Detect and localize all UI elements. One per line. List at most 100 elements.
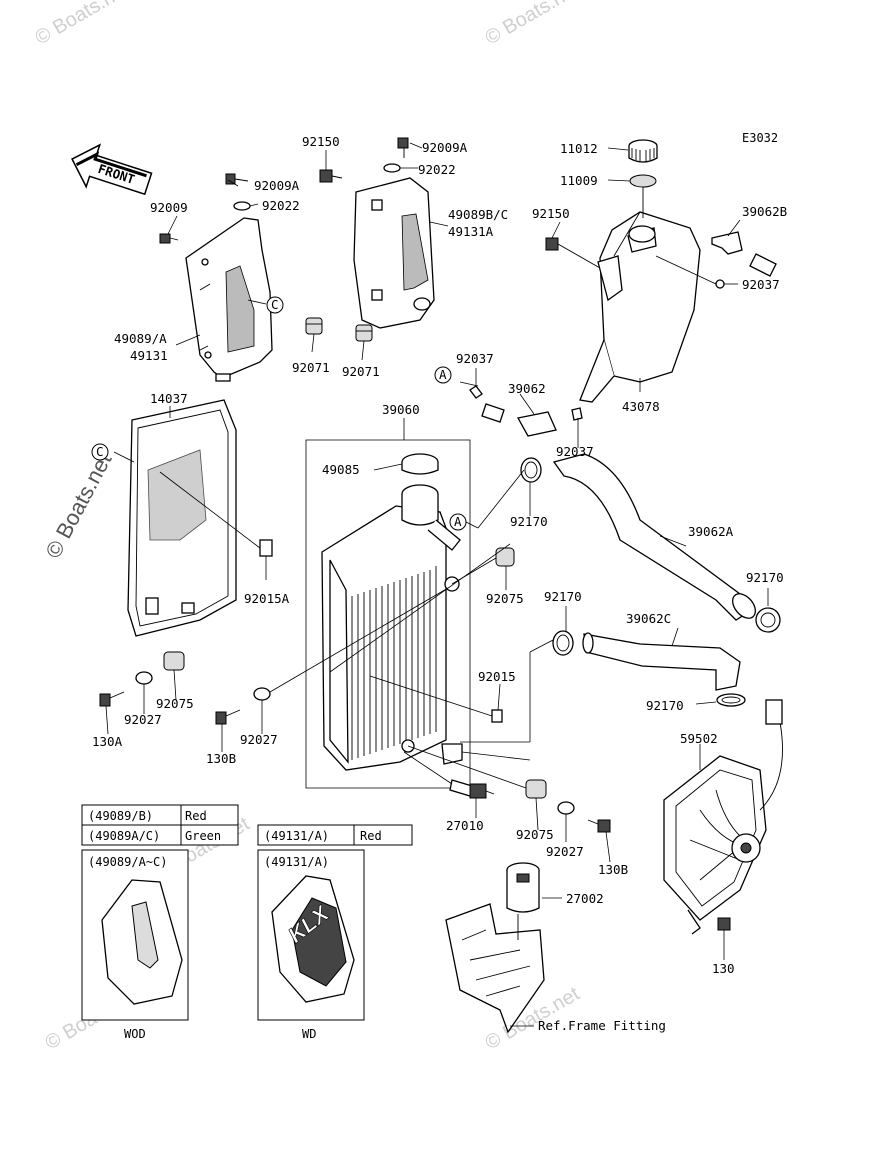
bolt-130b-low xyxy=(587,819,611,833)
color-table-1: (49089/B) Red (49089A/C) Green xyxy=(81,804,239,846)
table-cell-color: Red xyxy=(360,829,382,843)
leader-lines xyxy=(105,142,769,1027)
table-cell-part: (49089A/C) xyxy=(88,829,160,843)
inset-wd: (49131/A) KLX WD xyxy=(257,849,365,1041)
radiator-cap-49085 xyxy=(401,453,439,475)
gasket-11009 xyxy=(629,174,657,218)
part-label: 92009A xyxy=(422,140,468,155)
side-guard-14037 xyxy=(127,399,237,637)
clamp-92170-d xyxy=(716,693,746,707)
part-label: 49089B/C xyxy=(448,207,508,222)
part-label: 92009 xyxy=(150,200,188,215)
diagram-code: E3032 xyxy=(742,131,778,145)
grommet-92071-b xyxy=(355,324,373,342)
part-label: 11012 xyxy=(560,141,598,156)
callout-c-2: C xyxy=(91,443,109,461)
part-label: 39062B xyxy=(742,204,787,219)
part-label: 92037 xyxy=(456,351,494,366)
inset-caption: WOD xyxy=(124,1027,146,1041)
bolt-92150-top xyxy=(319,169,343,183)
part-label: 92009A xyxy=(254,178,300,193)
grommet-92075-low xyxy=(407,745,547,799)
part-label: 92150 xyxy=(532,206,570,221)
inset-title: (49131/A) xyxy=(264,855,329,869)
color-table-2: (49131/A) Red xyxy=(257,824,413,846)
callout-letter: A xyxy=(454,514,462,529)
part-label: 39060 xyxy=(382,402,420,417)
part-label: 27010 xyxy=(446,818,484,833)
clip-92037-right xyxy=(655,255,725,289)
left-shroud xyxy=(185,217,273,382)
part-label: 49085 xyxy=(322,462,360,477)
part-label: 39062 xyxy=(508,381,546,396)
part-label: 43078 xyxy=(622,399,660,414)
part-label: 92027 xyxy=(240,732,278,747)
bolt-92009a-left xyxy=(225,173,251,211)
clamp-92170-b xyxy=(755,607,781,633)
hose-39062c xyxy=(582,632,741,691)
bracket-frame xyxy=(445,903,545,1034)
part-label: 92027 xyxy=(546,844,584,859)
part-label: 92022 xyxy=(418,162,456,177)
table-cell-part: (49131/A) xyxy=(264,829,329,843)
part-label: 92170 xyxy=(746,570,784,585)
clip-92015 xyxy=(369,675,503,723)
hose-39062a xyxy=(552,453,756,621)
bolt-130 xyxy=(717,917,731,931)
grommet-92075-left xyxy=(163,651,185,671)
clamp-92170-a xyxy=(520,457,542,483)
callout-a-1: A xyxy=(434,366,452,384)
part-label: 92071 xyxy=(342,364,380,379)
part-label: 39062C xyxy=(626,611,671,626)
part-label: 92027 xyxy=(124,712,162,727)
part-label: 49131A xyxy=(448,224,494,239)
right-shroud xyxy=(353,177,435,329)
part-labels: 92150 92009A 92022 92009A 92022 92009 49… xyxy=(92,134,787,1033)
callout-letter: C xyxy=(271,297,279,312)
fan-59502 xyxy=(663,699,783,935)
radiator-39060 xyxy=(321,484,463,771)
part-label: 92022 xyxy=(262,198,300,213)
part-label: 27002 xyxy=(566,891,604,906)
part-label: 130B xyxy=(206,751,236,766)
collar-92027-low xyxy=(557,801,575,815)
part-label: 92037 xyxy=(556,444,594,459)
inset-title: (49089/A~C) xyxy=(88,855,167,869)
table-cell-color: Green xyxy=(185,829,221,843)
switch-27010 xyxy=(403,751,495,799)
part-label: 59502 xyxy=(680,731,718,746)
part-label: 92170 xyxy=(544,589,582,604)
part-label: 130B xyxy=(598,862,628,877)
part-label: 92150 xyxy=(302,134,340,149)
clamp-92170-c xyxy=(552,630,574,656)
part-label: 92071 xyxy=(292,360,330,375)
collar-92027-left xyxy=(135,671,153,685)
bolt-130a xyxy=(99,691,125,707)
inset-caption: WD xyxy=(302,1027,316,1041)
part-label: 39062A xyxy=(688,524,734,539)
grommet-92071-a xyxy=(305,317,323,335)
bolt-92150-tank xyxy=(545,237,601,269)
part-label: 92075 xyxy=(156,696,194,711)
inset-wod: (49089/A~C) WOD xyxy=(81,849,189,1041)
watermark: © Boats.net xyxy=(482,0,584,49)
tank-cap-11012 xyxy=(628,139,658,163)
part-label: 92170 xyxy=(646,698,684,713)
hose-39062b xyxy=(711,231,777,277)
part-label: 130 xyxy=(712,961,735,976)
reservoir-tank xyxy=(579,211,701,403)
part-label: 14037 xyxy=(150,391,188,406)
front-arrow: FRONT xyxy=(71,143,153,196)
watermark: © Boats.net xyxy=(32,0,134,49)
bolt-92009a-top xyxy=(383,137,409,173)
part-label: 92015A xyxy=(244,591,290,606)
callout-a-2: A xyxy=(449,513,467,531)
ref-frame-label: Ref.Frame Fitting xyxy=(538,1018,666,1033)
bolt-92009 xyxy=(159,233,179,244)
table-cell-part: (49089/B) xyxy=(88,809,153,823)
part-label: 130A xyxy=(92,734,123,749)
part-label: 92015 xyxy=(478,669,516,684)
part-label: 92075 xyxy=(516,827,554,842)
part-label: 92037 xyxy=(742,277,780,292)
table-cell-color: Red xyxy=(185,809,207,823)
